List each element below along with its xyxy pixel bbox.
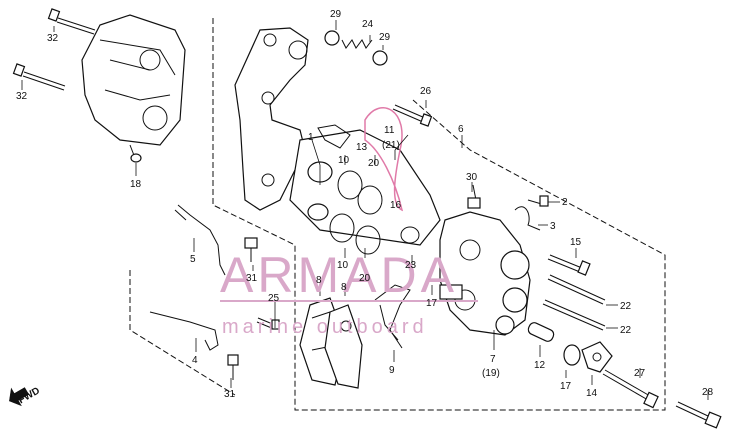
pad-spring-9 [374,284,411,349]
callout-15: 15 [570,237,582,248]
bolt-32-upper [47,8,96,35]
callout-3: 3 [550,221,556,232]
caliper-bracket [234,27,309,211]
callout-16: 16 [390,200,402,211]
callout-29-left: 29 [330,9,342,20]
callout-8-right: 8 [341,282,347,293]
retainer-4 [149,311,219,351]
callout-24: 24 [362,19,374,30]
watermark-tagline: marine outboard [222,316,428,338]
leader-lines [21,20,709,400]
highlight-loop [364,107,404,212]
screw-2 [527,195,549,207]
callout-31-lower: 31 [224,389,236,400]
fwd-arrow-icon [9,387,30,407]
callout-11: 11 [384,125,395,136]
seal-kit-plate [289,124,441,255]
pin-22-upper [547,274,606,305]
callout-8-left: 8 [316,275,322,286]
callout-20-lower: 20 [359,273,371,284]
bolt-28 [675,401,722,429]
callout-30: 30 [466,172,478,183]
callout-14: 14 [586,388,598,399]
bolt-27 [602,369,659,409]
bleeder-30 [467,184,481,209]
bolt-15 [547,254,591,276]
sleeve-12 [527,322,555,342]
callout-6: 6 [458,124,464,135]
callout-7-alt: (19) [482,368,500,379]
assembly-frame [212,18,666,411]
watermark-rule [220,300,478,302]
boot-17 [563,344,581,366]
callout-32-lower: 32 [16,91,28,102]
callout-18: 18 [130,179,142,190]
clip-3 [514,206,541,231]
callout-5: 5 [190,254,196,265]
callout-10-lower: 10 [337,260,349,271]
watermark-brand: ARMADA [220,247,458,303]
caliper-body [439,211,531,336]
callout-13: 13 [356,142,368,153]
callout-7: 7 [490,354,496,365]
callout-31-upper: 31 [246,273,258,284]
callout-26: 26 [420,86,432,97]
callout-20-upper: 20 [368,158,380,169]
callout-27: 27 [634,368,646,379]
pin-22-lower [542,299,606,331]
fwd-label: FWD [17,385,42,406]
callout-4: 4 [192,355,198,366]
callout-25: 25 [268,293,280,304]
callout-23: 23 [405,260,417,271]
callout-11-alt: (21) [382,140,400,151]
callout-12: 12 [534,360,546,371]
clip-14 [581,341,613,373]
screw-25 [256,317,280,330]
clip-5 [174,204,226,276]
callout-32-upper: 32 [47,33,59,44]
callout-22-lower: 22 [620,325,632,336]
callout-1: 1 [308,132,314,143]
screw-31-lower [227,354,239,380]
brake-pad-right [324,304,363,389]
callout-17-upper: 17 [426,298,438,309]
callout-28: 28 [702,387,714,398]
caliper-assembly-upper-left [81,14,186,163]
callout-22-upper: 22 [620,301,632,312]
callout-9: 9 [389,365,395,376]
callout-29-right: 29 [379,32,391,43]
spring-assembly [324,30,388,66]
bolt-26 [392,104,433,127]
callout-2: 2 [562,197,568,208]
assembly-frame-left [129,270,236,396]
bolt-32-lower [12,63,66,91]
callout-17-lower: 17 [560,381,572,392]
callout-10-upper: 10 [338,155,350,166]
screw-31-upper [244,237,258,262]
